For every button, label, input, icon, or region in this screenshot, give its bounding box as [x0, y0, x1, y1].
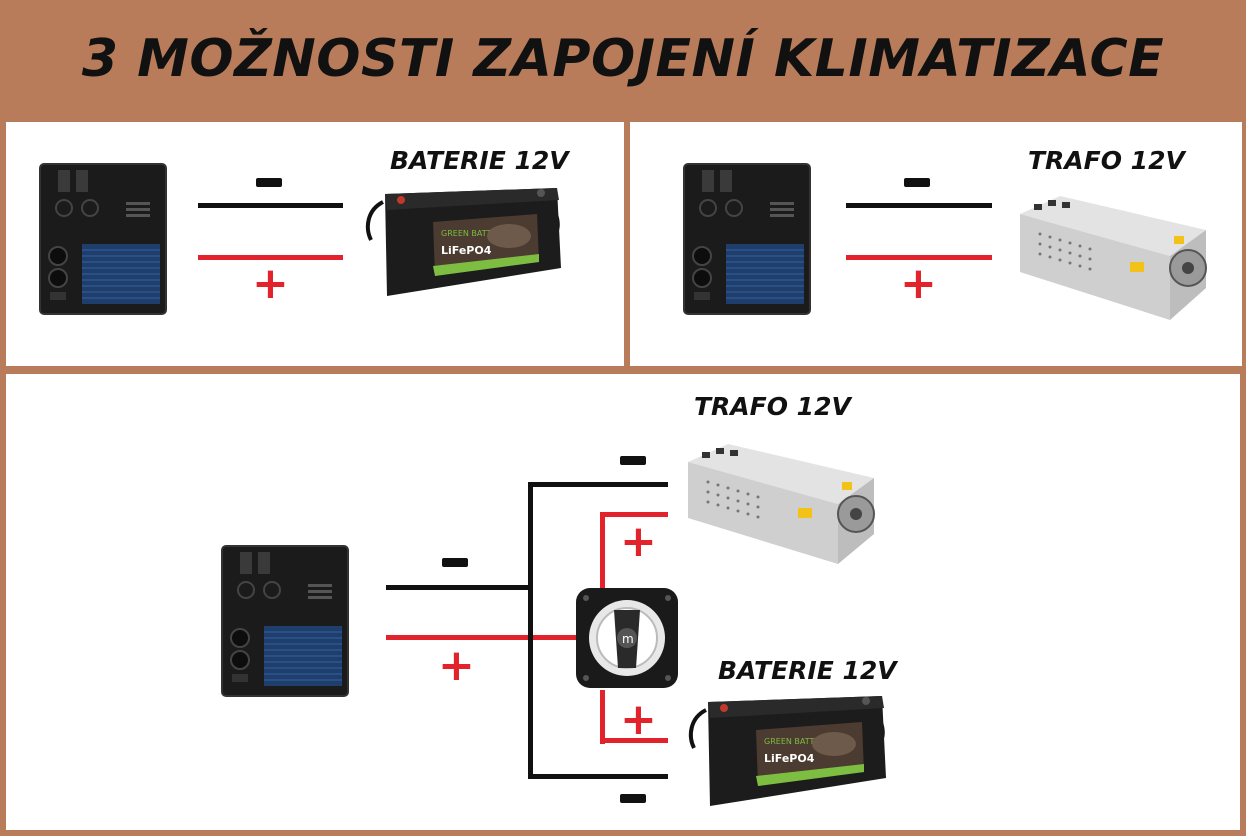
battery-switch-icon: m [576, 588, 678, 688]
positive-sign-battery: + [620, 694, 657, 745]
battery-chemistry: LiFePO4 [441, 244, 492, 257]
positive-wire-battery [600, 738, 668, 743]
battery-label: BATERIE 12V [390, 146, 569, 175]
battery-brand: GREEN BATTERY [764, 737, 829, 746]
air-conditioner-icon [221, 545, 349, 697]
battery-brand: GREEN BATTERY [441, 229, 506, 238]
negative-wire [198, 203, 343, 208]
panel-battery-option: + BATERIE 12V GREEN BATTERY LiFePO4 [6, 122, 624, 366]
panel-combined-option: + + + m TRAFO 12V BATERIE [6, 374, 1240, 830]
negative-wire-battery [528, 774, 668, 779]
negative-sign [256, 178, 282, 187]
positive-wire [846, 255, 992, 260]
negative-wire-main [386, 585, 532, 590]
negative-sign [904, 178, 930, 187]
battery-icon: GREEN BATTERY LiFePO4 [688, 696, 886, 806]
air-conditioner-icon [683, 163, 811, 315]
negative-sign-transformer [620, 456, 646, 465]
svg-text:m: m [622, 632, 634, 646]
battery-label: BATERIE 12V [718, 656, 897, 685]
positive-sign: + [900, 258, 937, 309]
battery-icon: GREEN BATTERY LiFePO4 [365, 188, 561, 296]
page-title: 3 MOŽNOSTI ZAPOJENÍ KLIMATIZACE [81, 29, 1165, 89]
positive-wire [198, 255, 343, 260]
negative-wire [846, 203, 992, 208]
positive-sign-transformer: + [620, 516, 657, 567]
negative-sign [442, 558, 468, 567]
negative-wire-transformer [528, 482, 668, 487]
positive-wire-battery-vertical [600, 690, 605, 744]
battery-chemistry: LiFePO4 [764, 752, 815, 765]
air-conditioner-icon [39, 163, 167, 315]
positive-wire-main [386, 635, 580, 640]
positive-sign: + [438, 640, 475, 691]
transformer-label: TRAFO 12V [1028, 146, 1185, 175]
positive-sign: + [252, 258, 289, 309]
power-supply-icon [1020, 196, 1207, 320]
header: 3 MOŽNOSTI ZAPOJENÍ KLIMATIZACE [0, 0, 1246, 118]
negative-sign-battery [620, 794, 646, 803]
positive-wire-transformer-vertical [600, 512, 605, 592]
power-supply-icon [688, 444, 875, 564]
panel-transformer-option: + TRAFO 12V [630, 122, 1242, 366]
negative-bus-vertical [528, 482, 533, 779]
transformer-label: TRAFO 12V [694, 392, 851, 421]
positive-wire-transformer [600, 512, 668, 517]
